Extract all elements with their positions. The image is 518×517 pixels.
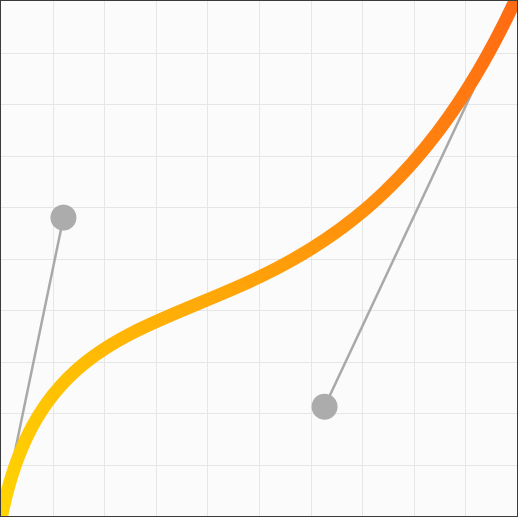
- control-point-2-handle[interactable]: [311, 393, 338, 420]
- control-point-1-handle[interactable]: [50, 204, 77, 231]
